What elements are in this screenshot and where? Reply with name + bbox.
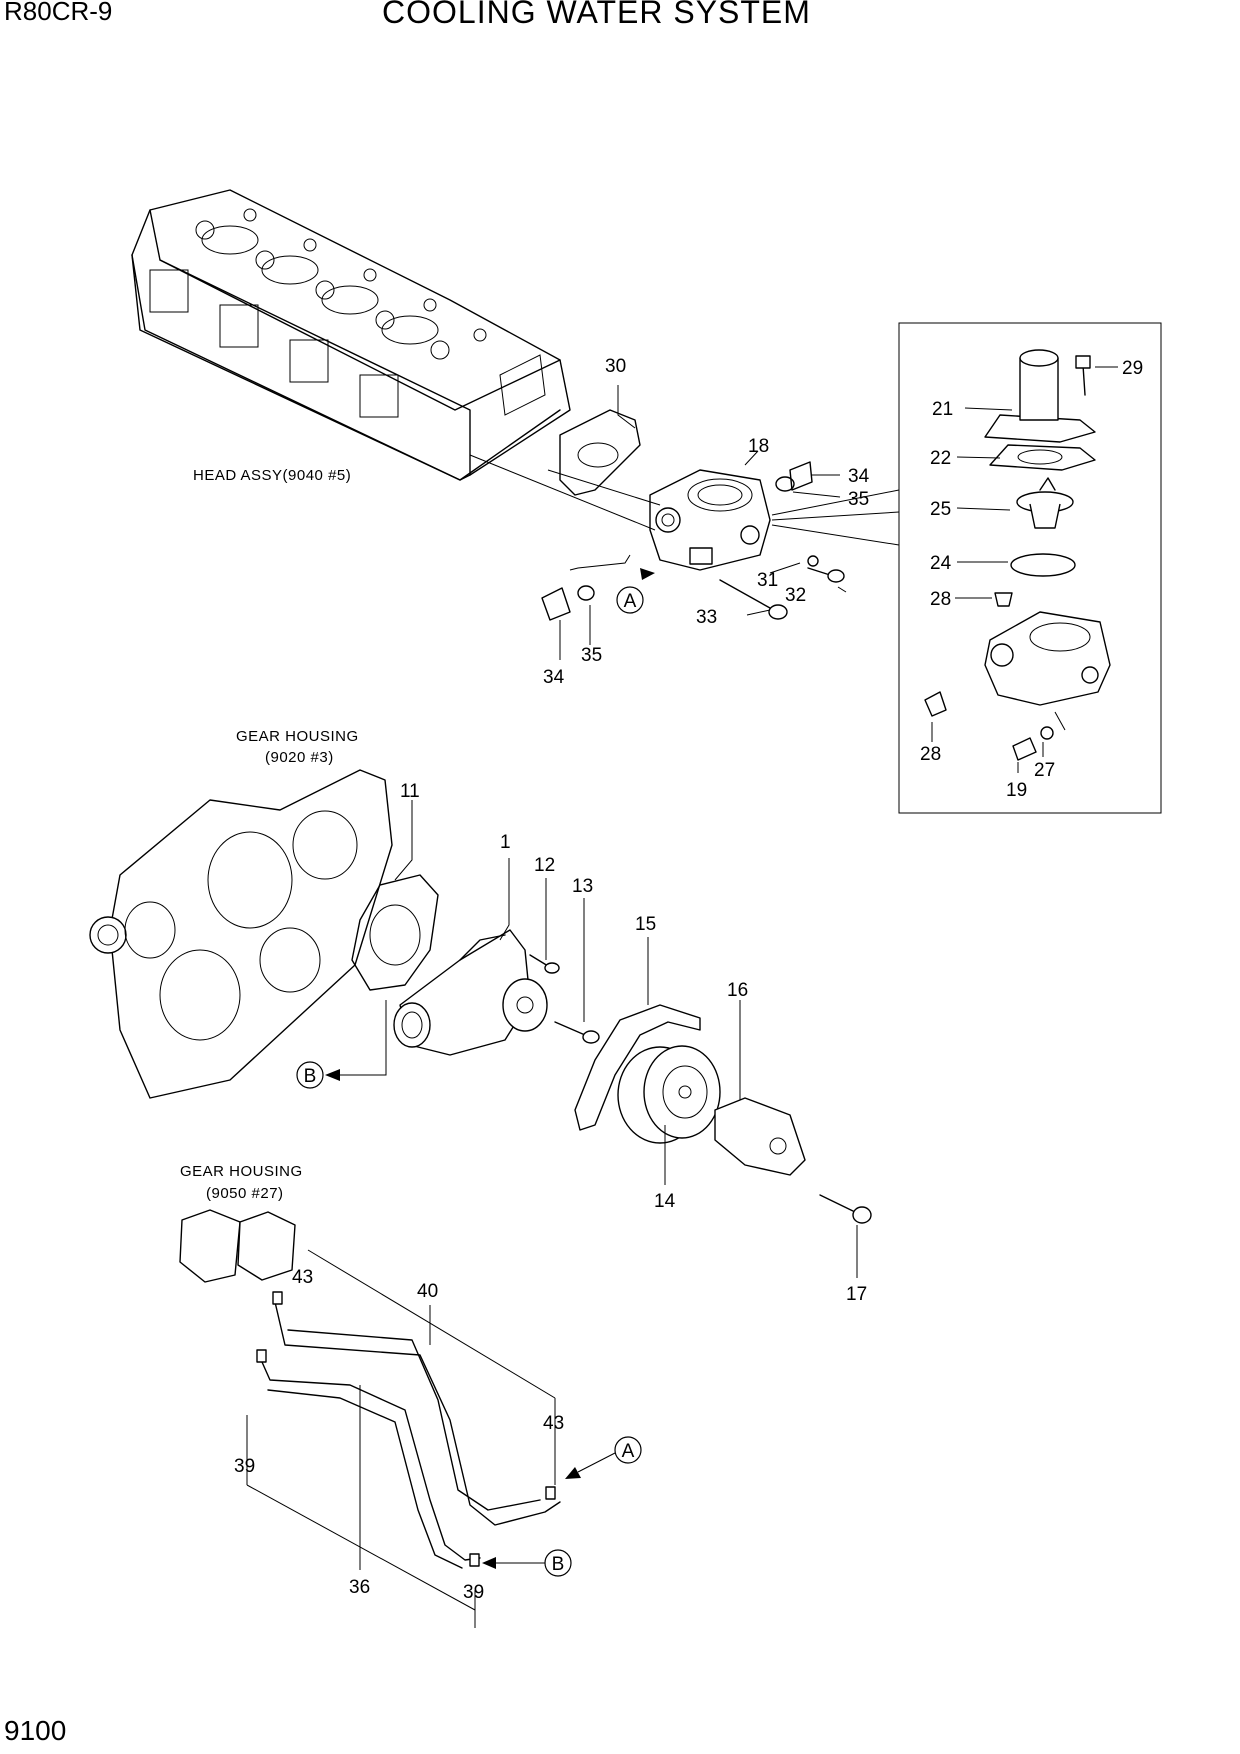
callout-1: 1 [500, 832, 511, 853]
svg-text:A: A [624, 591, 637, 612]
svg-text:B: B [552, 1554, 565, 1575]
callout-43-lower: 43 [543, 1413, 564, 1434]
callout-27: 27 [1034, 760, 1055, 781]
callout-34-left: 34 [543, 667, 565, 688]
pipe-40-drawing [274, 1301, 561, 1526]
thermostat-25-drawing [1016, 477, 1074, 529]
bolt-17-drawing [819, 1194, 856, 1213]
plug-28-top-drawing [994, 592, 1013, 607]
clamp-39-upper-drawing [256, 1349, 267, 1363]
gear-housing-2-name: GEAR HOUSING [180, 1163, 303, 1180]
gear-housing-drawing [89, 769, 393, 1099]
bolt-32-drawing [807, 567, 831, 576]
callout-28-lower: 28 [920, 744, 941, 765]
o-ring-24-drawing [1010, 553, 1076, 577]
pulley-14-drawing [617, 1045, 721, 1144]
bolt-13-drawing [554, 1021, 586, 1036]
svg-text:A: A [622, 1441, 635, 1462]
connector-a-upper: A [616, 586, 644, 614]
callout-31: 31 [757, 570, 778, 591]
thermostat-housing-detail-drawing [984, 611, 1111, 706]
callout-16: 16 [727, 980, 748, 1001]
page-number: 9100 [4, 1715, 67, 1746]
callout-29: 29 [1122, 358, 1143, 379]
gear-housing-2-code: (9050 #27) [206, 1185, 284, 1202]
clamp-39-lower-drawing [469, 1553, 480, 1567]
gear-housing-1-code: (9020 #3) [265, 749, 334, 766]
thermostat-housing-18-drawing [649, 469, 771, 571]
callout-30: 30 [605, 356, 626, 377]
callout-18: 18 [748, 436, 769, 457]
plug-34-top-drawing [789, 461, 813, 491]
clamp-43-lower-drawing [545, 1486, 556, 1500]
water-pump-1-drawing [393, 929, 548, 1056]
callout-11: 11 [400, 781, 420, 802]
callout-32: 32 [785, 585, 806, 606]
gear-housing-pump-drawing [179, 1209, 296, 1283]
clamp-43-upper-drawing [272, 1291, 283, 1305]
gasket-30-drawing [559, 409, 641, 496]
v-belt-15-drawing [574, 1004, 701, 1131]
callout-21: 21 [932, 399, 953, 420]
connector-a-lower: A [614, 1436, 642, 1464]
bolt-29-drawing [1082, 364, 1086, 396]
connector-b-lower: B [544, 1549, 572, 1577]
thermostat-detail-box [898, 322, 1162, 814]
plug-34-left-drawing [541, 587, 571, 621]
model-number: R80CR-9 [4, 0, 113, 26]
callout-39-right: 39 [463, 1582, 484, 1603]
callout-36: 36 [349, 1577, 370, 1598]
cylinder-head-drawing [131, 189, 571, 481]
water-outlet-21-drawing [984, 349, 1096, 443]
bolt-33-drawing [719, 579, 771, 609]
spacer-16-drawing [714, 1097, 806, 1176]
gasket-22-drawing [989, 444, 1096, 471]
head-assy-ref: HEAD ASSY(9040 #5) [193, 467, 351, 484]
callout-43-upper: 43 [292, 1267, 313, 1288]
callout-28-upper: 28 [930, 589, 951, 610]
bolt-12-drawing [529, 954, 549, 967]
callout-15: 15 [635, 914, 656, 935]
callout-40: 40 [417, 1281, 438, 1302]
page-title: COOLING WATER SYSTEM [382, 0, 811, 30]
gasket-11-drawing [351, 874, 439, 991]
callout-25: 25 [930, 499, 951, 520]
connector-b-upper: B [296, 1061, 324, 1089]
callout-14: 14 [654, 1191, 676, 1212]
callout-22: 22 [930, 448, 951, 469]
callout-33: 33 [696, 607, 717, 628]
pipe-36-drawing [261, 1361, 481, 1561]
callout-35-left: 35 [581, 645, 602, 666]
gear-housing-1-name: GEAR HOUSING [236, 728, 359, 745]
callout-24: 24 [930, 553, 952, 574]
callout-19: 19 [1006, 780, 1027, 801]
plug-28-side-drawing [924, 691, 947, 717]
callout-39-left: 39 [234, 1456, 255, 1477]
callout-34-right: 34 [848, 466, 870, 487]
svg-text:B: B [304, 1066, 317, 1087]
callout-35-right: 35 [848, 489, 869, 510]
callout-12: 12 [534, 855, 555, 876]
callout-17: 17 [846, 1284, 867, 1305]
callout-13: 13 [572, 876, 593, 897]
sender-19-drawing [1012, 737, 1037, 761]
